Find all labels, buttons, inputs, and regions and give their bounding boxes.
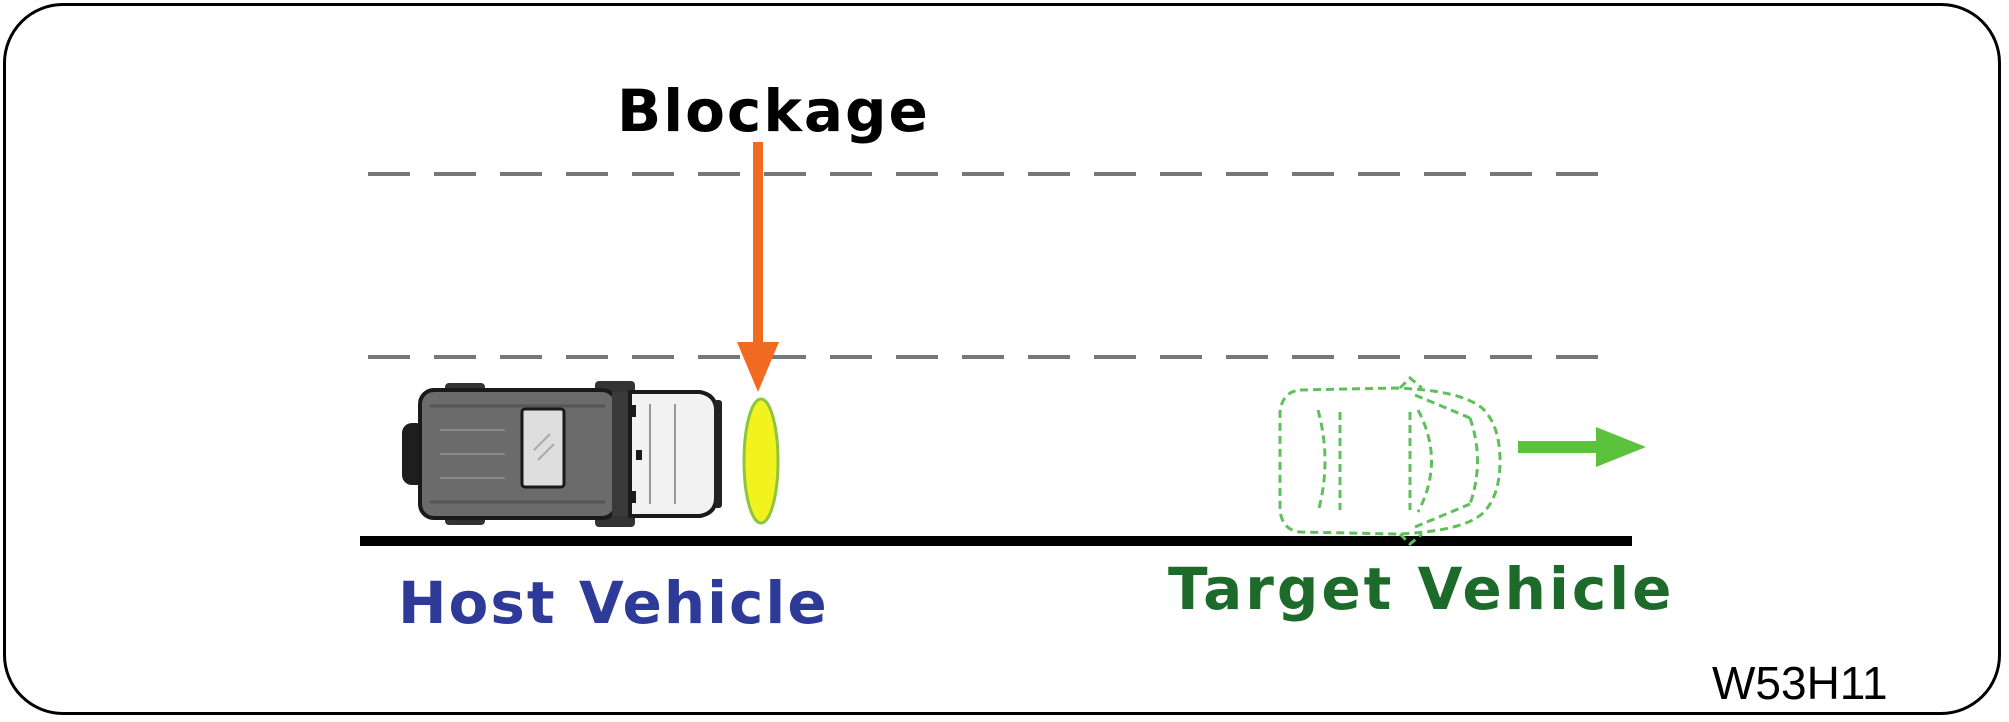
road-edge [360, 536, 1632, 546]
blockage-arrow-icon [737, 142, 779, 392]
blockage-obstacle-icon [742, 397, 780, 525]
host-vehicle-icon [402, 381, 722, 527]
arrow-right-icon [1518, 427, 1646, 467]
figure-code: W53H11 [1712, 657, 1888, 709]
target-vehicle-label: Target Vehicle [1168, 555, 1675, 623]
host-vehicle-label: Host Vehicle [398, 569, 829, 637]
blockage-label: Blockage [617, 77, 930, 145]
target-vehicle-icon [1278, 375, 1502, 547]
